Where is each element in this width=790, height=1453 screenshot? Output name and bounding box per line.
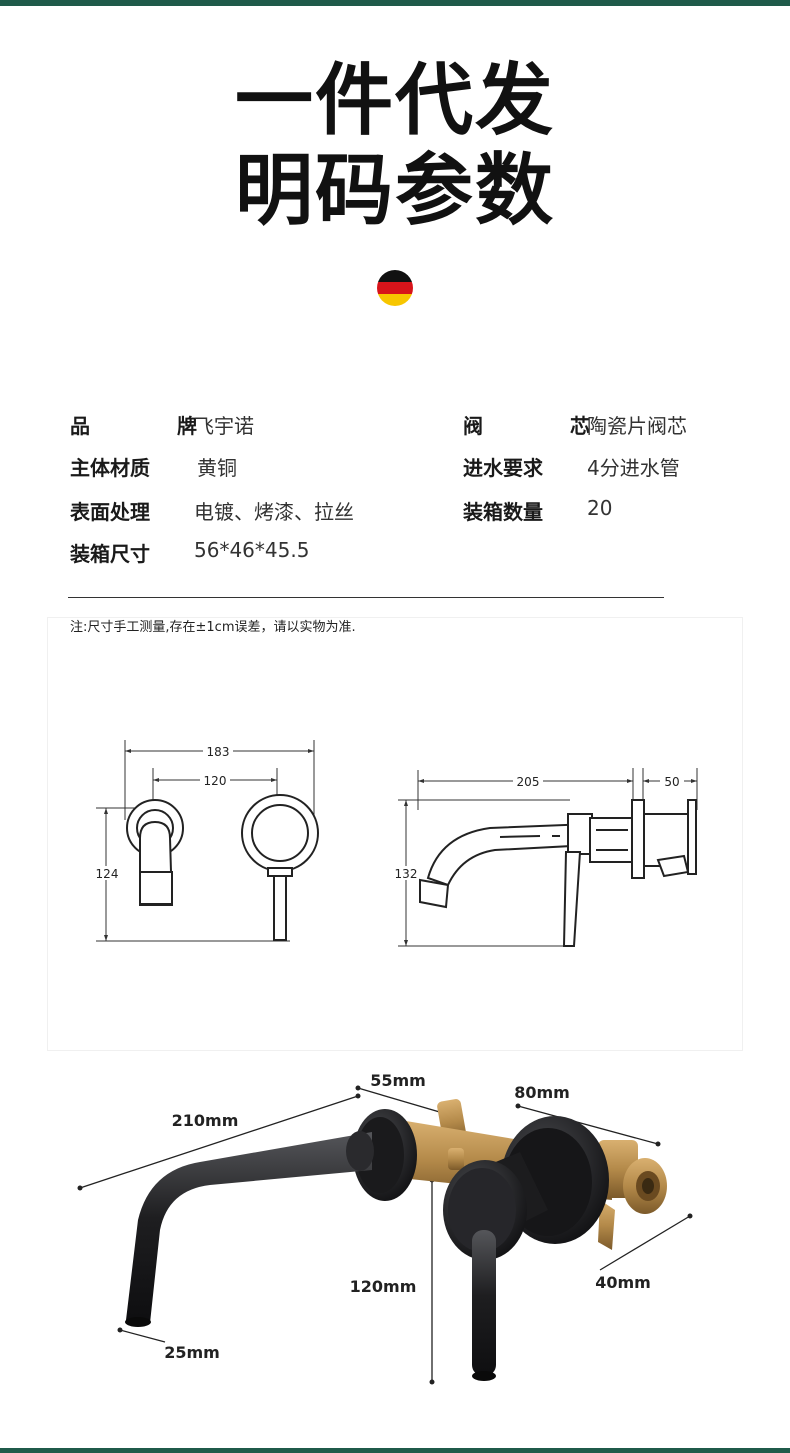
spec-qty-value: 20 <box>587 496 613 520</box>
spec-divider <box>68 597 664 598</box>
front-width-overall: 183 <box>207 745 230 759</box>
spec-core-value: 陶瓷片阀芯 <box>587 414 687 438</box>
page-title-line1: 一件代发 <box>234 56 555 146</box>
dim-spout-length: 210mm <box>172 1111 239 1130</box>
spec-inlet-label: 进水要求 <box>463 456 543 480</box>
spec-surface-label: 表面处理 <box>70 500 150 524</box>
technical-drawing-panel <box>47 617 743 1051</box>
spec-surface-value: 电镀、烤漆、拉丝 <box>194 500 354 524</box>
dim-depth: 40mm <box>595 1273 651 1292</box>
dim-flange: 55mm <box>370 1071 426 1090</box>
faucet-illustration: 55mm 80mm 210mm 120mm 40mm 25mm <box>77 1071 693 1385</box>
spec-box-size-value: 56*46*45.5 <box>194 538 310 562</box>
spec-material-value: 黄铜 <box>197 456 237 480</box>
technical-drawing: 183 120 124 205 50 132 <box>95 740 698 947</box>
side-body-depth: 50 <box>664 775 679 789</box>
spec-box-size-label: 装箱尺寸 <box>70 542 150 566</box>
front-width-inner: 120 <box>204 774 227 788</box>
dim-valve-span: 80mm <box>514 1083 570 1102</box>
front-height: 124 <box>96 867 119 881</box>
german-flag-icon <box>377 270 413 306</box>
side-spout-length: 205 <box>517 775 540 789</box>
spec-brand-value: 飞宇诺 <box>194 414 254 438</box>
top-accent-bar <box>0 0 790 6</box>
spec-qty-label: 装箱数量 <box>463 500 543 524</box>
spec-core-label: 阀 芯 <box>463 414 630 438</box>
side-height: 132 <box>395 867 418 881</box>
spec-inlet-value: 4分进水管 <box>587 456 680 480</box>
spec-material-label: 主体材质 <box>70 456 150 480</box>
dim-outlet: 25mm <box>164 1343 220 1362</box>
page-title-line2: 明码参数 <box>234 146 555 236</box>
dim-lever-height: 120mm <box>350 1277 417 1296</box>
bottom-accent-bar <box>0 1448 790 1453</box>
measurement-note: 注:尺寸手工测量,存在±1cm误差，请以实物为准. <box>70 620 356 635</box>
spec-brand-label: 品 牌 <box>70 414 237 438</box>
